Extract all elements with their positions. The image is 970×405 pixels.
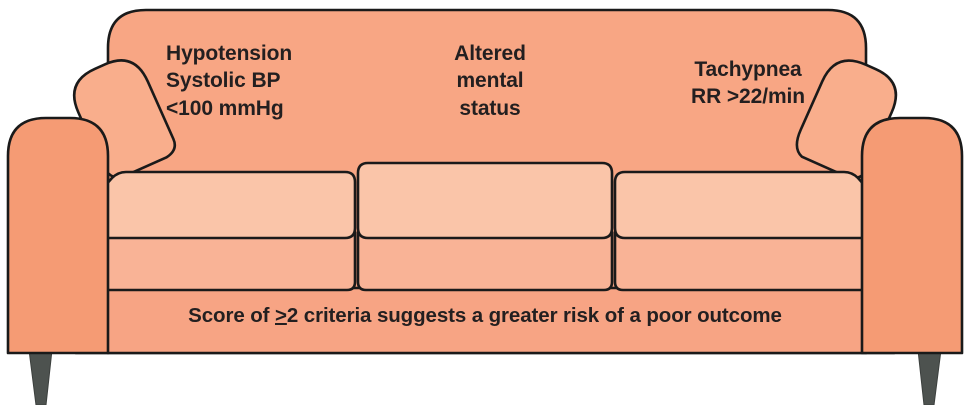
- cushion-tops: [72, 161, 898, 240]
- greater-than-or-equal-symbol: >: [275, 304, 287, 327]
- cushion-fronts: [74, 230, 896, 292]
- cushion-top-left: [72, 170, 357, 240]
- cushion-front-right: [613, 230, 896, 292]
- outer-arm-left: [6, 116, 110, 355]
- cushion-front-left: [74, 230, 357, 292]
- score-statement-banner: Score of >2 criteria suggests a greater …: [85, 304, 885, 327]
- cushion-top-middle: [356, 161, 614, 240]
- outer-arm-right: [860, 116, 964, 355]
- criterion-label-altered-mental-status: Altered mental status: [454, 42, 526, 120]
- couch-legs: [28, 349, 942, 405]
- banner-prefix: Score of: [188, 304, 275, 327]
- cushion-front-middle: [356, 230, 614, 292]
- criterion-label-hypotension: Hypotension Systolic BP <100 mmHg: [166, 42, 293, 120]
- cushion-top-right: [613, 170, 898, 240]
- leg-left: [28, 349, 53, 405]
- criterion-label-tachypnea: Tachypnea RR >22/min: [691, 58, 805, 109]
- leg-right: [917, 349, 942, 405]
- banner-suffix: 2 criteria suggests a greater risk of a …: [286, 304, 782, 327]
